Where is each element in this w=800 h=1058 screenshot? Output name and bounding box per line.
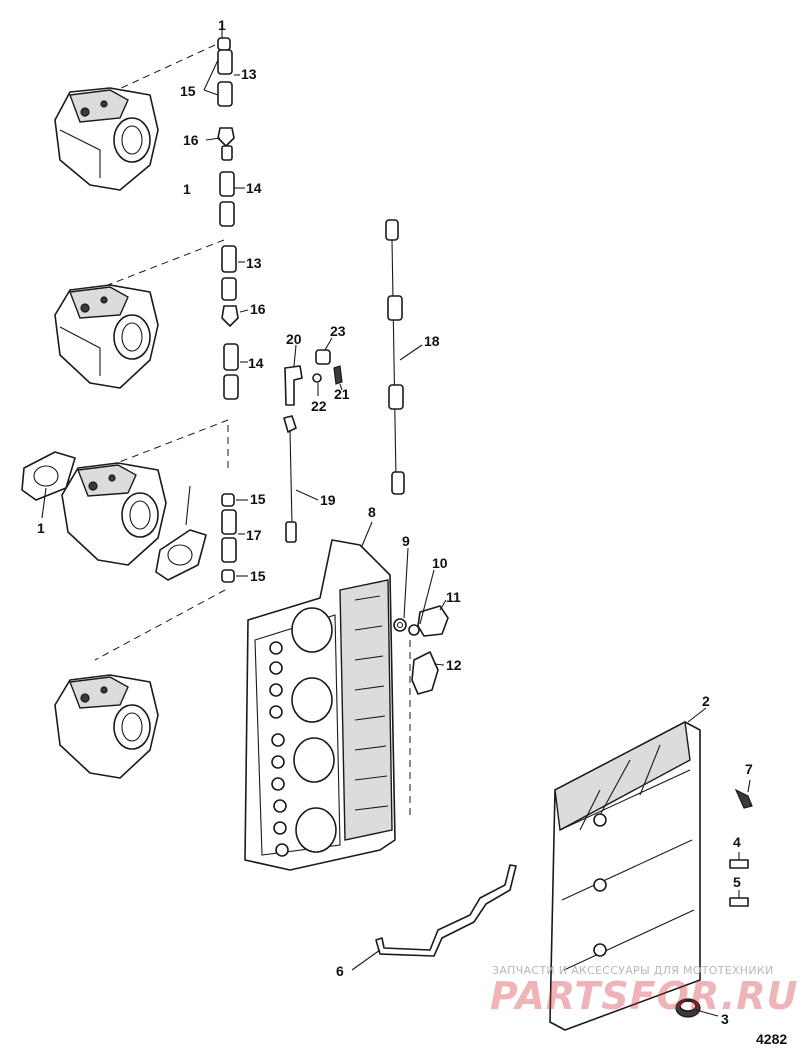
silencer-cover — [549, 720, 701, 1031]
figure-number: 4282 — [756, 1031, 788, 1047]
callout-4: 4 — [733, 834, 741, 850]
link-rod-19 — [283, 415, 297, 543]
grommet-3 — [675, 998, 701, 1018]
callout-15-middle: 15 — [250, 491, 266, 507]
carburetor-top — [54, 87, 159, 191]
carburetor-gasket-left — [21, 451, 76, 501]
watermark-logo: PARTSFOR.RU — [490, 974, 799, 1018]
screw-21 — [333, 365, 343, 385]
callout-14-top: 14 — [246, 180, 262, 196]
callout-23: 23 — [330, 323, 346, 339]
nut-9 — [393, 618, 407, 632]
bushing-23 — [315, 349, 331, 365]
callout-13-top: 13 — [241, 66, 257, 82]
callout-22: 22 — [311, 398, 327, 414]
carburetor-second — [54, 284, 159, 389]
manifold-bosses — [269, 641, 289, 857]
hose-column — [217, 37, 239, 583]
callout-15-bottom: 15 — [250, 568, 266, 584]
callout-13-second: 13 — [246, 255, 262, 271]
callout-20: 20 — [286, 331, 302, 347]
callout-21: 21 — [334, 386, 350, 402]
callout-3: 3 — [721, 1011, 729, 1027]
washer-10 — [408, 624, 420, 636]
callout-1-top: 1 — [218, 17, 226, 33]
callout-14-second: 14 — [248, 355, 264, 371]
callout-10: 10 — [432, 555, 448, 571]
callout-5: 5 — [733, 874, 741, 890]
callout-1-left-gasket: 1 — [37, 520, 45, 536]
callout-16-top: 16 — [183, 132, 199, 148]
callout-1-right-gasket: 1 — [183, 181, 191, 197]
gasket-12 — [411, 651, 439, 695]
callout-9: 9 — [402, 533, 410, 549]
carburetor-gasket-right — [155, 529, 207, 581]
callout-18: 18 — [424, 333, 440, 349]
callout-17: 17 — [246, 527, 262, 543]
carburetor-bottom — [54, 674, 159, 779]
carburetor-third — [61, 462, 167, 566]
link-rod-18 — [385, 219, 405, 495]
callout-2: 2 — [702, 693, 710, 709]
lever-20 — [284, 365, 303, 406]
callout-8: 8 — [368, 504, 376, 520]
callout-16-second: 16 — [250, 301, 266, 317]
washer-22 — [312, 373, 322, 383]
callout-6: 6 — [336, 963, 344, 979]
spacer-4 — [729, 859, 749, 869]
watermark-caption: ЗАПЧАСТИ И АКСЕССУАРЫ ДЛЯ МОТОТЕХНИКИ — [492, 964, 774, 977]
callout-15-top: 15 — [180, 83, 196, 99]
bracket-6 — [375, 864, 517, 957]
callout-19: 19 — [320, 492, 336, 508]
cover-11 — [417, 605, 449, 637]
spacer-5 — [729, 897, 749, 907]
callout-11: 11 — [446, 589, 461, 605]
callout-7: 7 — [745, 761, 753, 777]
callout-12: 12 — [446, 657, 462, 673]
intake-manifold — [244, 539, 396, 871]
bolt-7 — [734, 788, 753, 809]
leader-lines — [41, 30, 751, 1017]
